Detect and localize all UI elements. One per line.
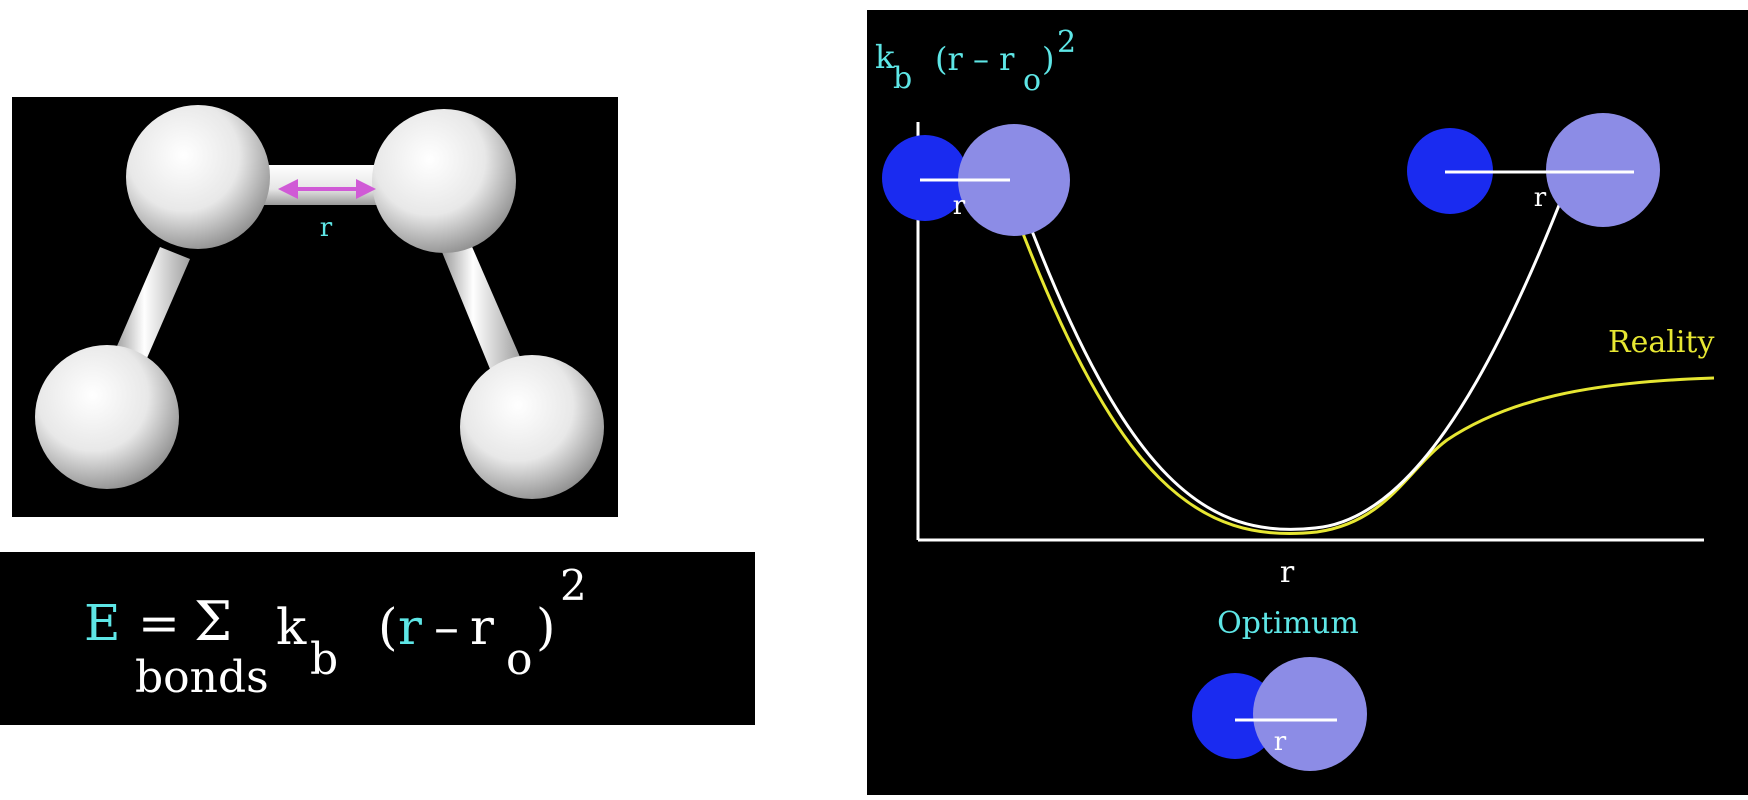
equation-k-sub: b	[310, 634, 338, 685]
optimum-label: Optimum	[1217, 606, 1359, 641]
optimum-r-label: r	[1274, 727, 1287, 757]
reality-curve	[1015, 217, 1715, 536]
potential-plot-panel: k b (r – r o ) 2 r r Reality	[867, 10, 1748, 795]
atom-top-left	[126, 105, 270, 249]
ylabel-exp: 2	[1057, 25, 1076, 60]
ylabel-close: )	[1042, 40, 1054, 78]
compressed-lavender-atom	[958, 124, 1070, 236]
ylabel-k-sub: b	[893, 61, 912, 96]
equation-r: r	[398, 598, 422, 656]
equation-sigma: Σ	[194, 590, 232, 653]
atom-bottom-right	[460, 355, 604, 499]
atom-bottom-left	[35, 345, 179, 489]
equation-panel: E = Σ bonds k b ( r – r o ) 2	[0, 552, 755, 725]
ylabel-expr: (r – r	[935, 40, 1015, 78]
equation-close-paren: )	[536, 598, 556, 656]
bond-left-diagonal	[114, 247, 190, 365]
equation-E: E	[84, 594, 121, 652]
bond-top	[252, 165, 392, 205]
optimum-lavender-atom	[1253, 657, 1367, 771]
atom-top-right	[372, 109, 516, 253]
stretched-lavender-atom	[1546, 113, 1660, 227]
energy-equation: E = Σ bonds k b ( r – r o ) 2	[84, 561, 587, 703]
compressed-r-label: r	[953, 191, 966, 221]
x-axis-label: r	[1280, 555, 1295, 590]
ylabel-r-sub: o	[1023, 63, 1041, 98]
equation-open-paren: (	[378, 598, 398, 656]
molecule-diagram: r	[35, 105, 604, 499]
equation-k: k	[276, 598, 307, 656]
equation-exponent: 2	[560, 561, 587, 610]
stretched-r-label: r	[1534, 183, 1547, 213]
equation-sub-bonds: bonds	[135, 652, 269, 703]
optimum-atom-pair: r	[1192, 657, 1367, 771]
plot-ylabel: k b (r – r o ) 2	[875, 25, 1076, 98]
stretched-atom-pair: r	[1407, 113, 1660, 227]
compressed-blue-atom	[882, 135, 968, 221]
equation-equals: =	[138, 594, 180, 652]
reality-label: Reality	[1608, 325, 1714, 360]
equation-r-sub: o	[506, 634, 533, 685]
ylabel-k: k	[875, 38, 895, 76]
equation-r2: r	[470, 598, 494, 656]
compressed-atom-pair: r	[882, 124, 1070, 236]
harmonic-curve	[1025, 189, 1567, 531]
potential-energy-diagram: k b (r – r o ) 2 r r Reality	[875, 25, 1715, 771]
equation-minus: –	[434, 598, 459, 656]
molecule-panel: r	[12, 97, 618, 517]
bond-length-label: r	[320, 213, 333, 243]
bond-right-diagonal	[442, 242, 520, 369]
